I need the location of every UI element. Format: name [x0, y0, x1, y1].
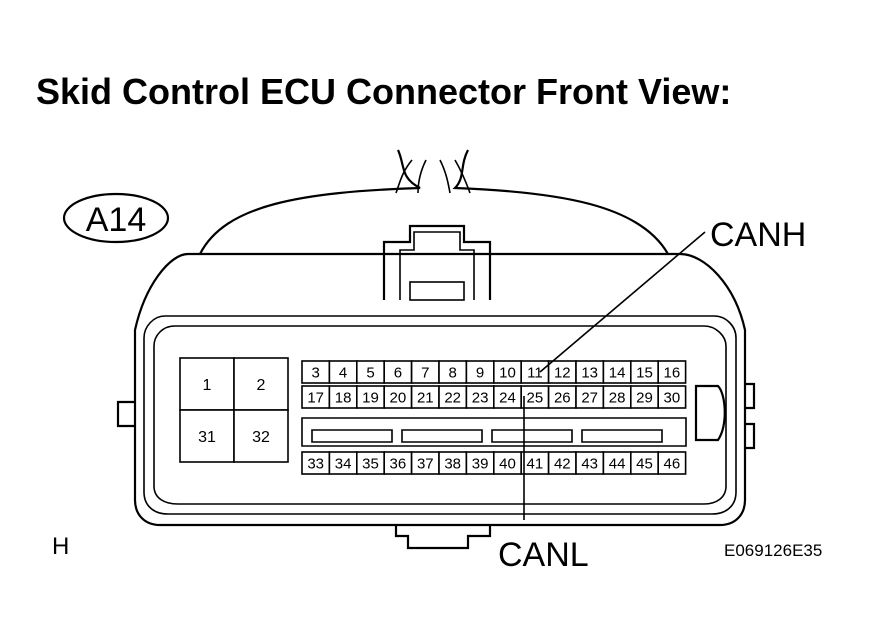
- pin-label: 8: [449, 365, 457, 382]
- large-pin-cell: [233, 357, 289, 411]
- pin-label: 16: [664, 365, 681, 382]
- pin-cell: [657, 385, 687, 409]
- pin-label: 24: [499, 390, 516, 407]
- large-pin-label: 2: [257, 377, 266, 394]
- pin-label: 40: [499, 456, 516, 473]
- pin-label: 42: [554, 456, 571, 473]
- pin-label: 44: [609, 456, 626, 473]
- pin-label: 18: [335, 390, 352, 407]
- diagram-title: Skid Control ECU Connector Front View:: [36, 71, 731, 112]
- pin-label: 17: [307, 390, 324, 407]
- pin-label: 21: [417, 390, 434, 407]
- pin-label: 9: [476, 365, 484, 382]
- pin-label: 6: [394, 365, 402, 382]
- canh-label: CANH: [710, 216, 806, 254]
- pin-label: 14: [609, 365, 626, 382]
- large-pin-label: 32: [252, 429, 270, 446]
- pin-label: 28: [609, 390, 626, 407]
- pin-label: 41: [527, 456, 544, 473]
- large-pin-cell: [233, 409, 289, 463]
- pin-label: 43: [581, 456, 598, 473]
- large-pin-cell: [179, 409, 235, 463]
- canl-label: CANL: [498, 536, 589, 574]
- pin-label: 46: [664, 456, 681, 473]
- pin-label: 11: [527, 365, 543, 382]
- pin-label: 7: [421, 365, 429, 382]
- separator-slots: [301, 417, 687, 447]
- pin-label: 5: [366, 365, 374, 382]
- pin-label: 26: [554, 390, 571, 407]
- canh-leader-line: [539, 231, 706, 373]
- pin-label: 27: [581, 390, 598, 407]
- pin-label: 33: [307, 456, 324, 473]
- connector-housing: [133, 252, 747, 527]
- large-pin-label: 1: [203, 377, 212, 394]
- pin-label: 37: [417, 456, 434, 473]
- pin-label: 30: [664, 390, 681, 407]
- pin-label: 10: [499, 365, 516, 382]
- side-tabs: [116, 382, 756, 450]
- pin-label: 36: [390, 456, 407, 473]
- pin-label: 22: [444, 390, 461, 407]
- pin-label: 13: [581, 365, 598, 382]
- connector-id: A14: [86, 201, 147, 239]
- pin-label: 39: [472, 456, 489, 473]
- pin-label: 12: [554, 365, 571, 382]
- large-pin-label: 31: [198, 429, 216, 446]
- pin-cell: [657, 360, 687, 384]
- wire-harness: [199, 149, 669, 255]
- lock-tab: [382, 224, 492, 301]
- h-mark: H: [52, 533, 69, 560]
- pin-label: 35: [362, 456, 379, 473]
- pin-label: 3: [312, 365, 320, 382]
- pin-label: 29: [636, 390, 653, 407]
- pin-label: 25: [527, 390, 544, 407]
- pin-label: 19: [362, 390, 379, 407]
- pin-label: 45: [636, 456, 653, 473]
- pin-label: 4: [339, 365, 347, 382]
- figure-code: E069126E35: [724, 541, 822, 560]
- pin-label: 20: [390, 390, 407, 407]
- large-pin-block: 1 2 31 32: [179, 357, 289, 463]
- pin-label: 38: [444, 456, 461, 473]
- connector-id-badge: A14: [62, 192, 170, 244]
- bottom-tab: [394, 525, 492, 550]
- pin-label: 15: [636, 365, 653, 382]
- pin-label: 34: [335, 456, 352, 473]
- pin-cell: [657, 451, 687, 475]
- pin-label: 23: [472, 390, 489, 407]
